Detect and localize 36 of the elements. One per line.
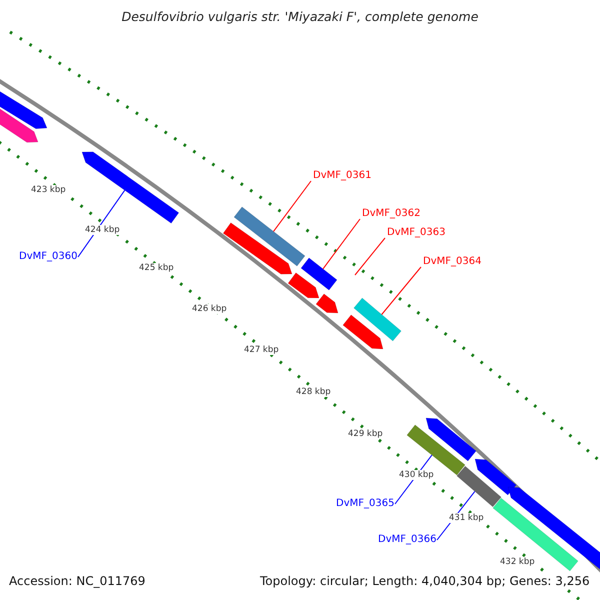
gene-segment (474, 458, 516, 496)
leader-line (354, 238, 386, 276)
gene-segment (288, 272, 320, 298)
leader-line (322, 218, 360, 270)
tick-label: 428 kbp (295, 387, 332, 398)
gene-segment (234, 206, 306, 266)
gene-label: DvMF_0365 (336, 498, 394, 510)
gene-label: DvMF_0366 (378, 534, 436, 546)
tick-label: 429 kbp (347, 429, 384, 440)
title: Desulfovibrio vulgaris str. 'Miyazaki F', complete genome (120, 9, 480, 24)
gene-segment (456, 466, 502, 508)
gene-segment (426, 418, 476, 462)
gene-segment (316, 294, 338, 314)
tick-label: 431 kbp (448, 513, 485, 524)
gene-segment (354, 298, 402, 342)
gene-label: DvMF_0361 (313, 170, 372, 182)
tick-label: 432 kbp (499, 557, 536, 568)
gene-label: DvMF_0363 (387, 227, 446, 239)
gene-segment (492, 498, 578, 572)
tick-label: 430 kbp (398, 470, 435, 480)
footer-text: Accession: NC_011769 (9, 574, 146, 588)
gene-label: DvMF_0362 (362, 208, 420, 220)
gene-segment (82, 152, 180, 224)
gene-segment (300, 258, 338, 290)
tick-label: 427 kbp (243, 345, 280, 356)
tick-label: 425 kbp (138, 263, 175, 274)
tick-label: 424 kbp (84, 225, 121, 236)
gene-label: DvMF_0360 (19, 251, 78, 263)
gene-label: DvMF_0364 (423, 256, 482, 268)
leader-line (273, 180, 312, 232)
tick-label: 423 kbp (30, 185, 67, 196)
gene-segment (222, 222, 292, 274)
tick-label: 426 kbp (191, 304, 228, 314)
leader-line (381, 266, 422, 315)
gene-segment (342, 314, 384, 350)
footer-text: Topology: circular; Length: 4,040,304 bp; Genes: 3,256 (260, 574, 590, 588)
